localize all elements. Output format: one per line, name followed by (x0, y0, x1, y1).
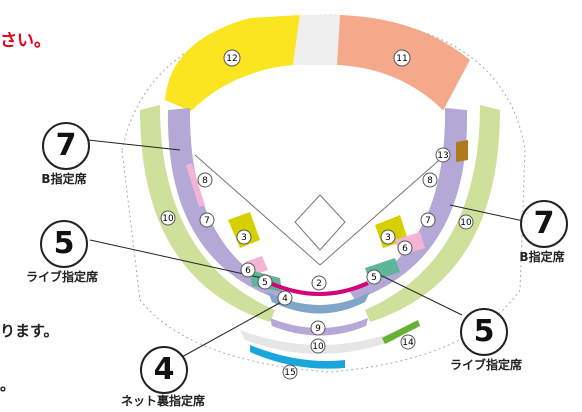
section-15[interactable] (250, 345, 345, 369)
section-10-right[interactable] (365, 105, 500, 322)
section-11[interactable] (337, 15, 470, 120)
callout-line-net (179, 299, 286, 359)
num-10-left: 10 (162, 214, 174, 224)
foul-lines (194, 154, 446, 266)
callout-live-right-number: 5 (460, 308, 508, 356)
header-instruction-text: さい。 (0, 31, 51, 51)
num-6-right: 6 (402, 244, 408, 254)
num-3-left: 3 (241, 233, 247, 243)
section-9[interactable] (270, 318, 368, 336)
callout-b-left-label: B指定席 (41, 172, 87, 186)
num-15: 15 (284, 368, 295, 378)
callout-live-left-label: ライブ指定席 (25, 270, 98, 284)
num-4: 4 (282, 294, 288, 304)
section-2[interactable] (269, 281, 369, 296)
section-7-right[interactable] (350, 108, 468, 300)
callout-b-left-number: 7 (42, 122, 90, 170)
num-11: 11 (396, 54, 407, 64)
section-13-brown[interactable] (456, 140, 468, 162)
callout-net-number: 4 (140, 346, 188, 394)
num-12: 12 (226, 54, 237, 64)
section-7-left[interactable] (167, 108, 285, 300)
num-10-back: 10 (312, 342, 324, 352)
num-5-left: 5 (262, 278, 268, 288)
num-8-left: 8 (202, 176, 208, 186)
num-10-right: 10 (460, 218, 472, 228)
callout-line-b-left (87, 139, 181, 151)
section-number-labels: 12 11 13 8 8 10 10 7 7 3 3 6 6 5 5 4 2 9… (160, 49, 474, 380)
num-2: 2 (316, 279, 322, 289)
callout-line-live-left (89, 239, 263, 279)
section-14[interactable] (382, 320, 420, 344)
side-note-text-2: 。 (0, 376, 16, 394)
side-note-text-1: ります。 (0, 322, 59, 340)
callout-live-right-label: ライブ指定席 (449, 358, 522, 372)
num-8-right: 8 (427, 176, 433, 186)
callout-net-label: ネット裏指定席 (120, 394, 205, 408)
callout-b-right-number: 7 (520, 200, 568, 248)
diamond (294, 194, 346, 251)
num-5-right: 5 (371, 273, 377, 283)
callout-line-live-right (379, 274, 463, 316)
section-4[interactable] (268, 292, 370, 314)
callout-b-right-label: B指定席 (519, 250, 565, 264)
callout-live-left-number: 5 (40, 220, 88, 268)
num-7-left: 7 (204, 216, 210, 226)
num-3-right: 3 (385, 233, 391, 243)
num-9: 9 (315, 324, 321, 334)
callout-line-b-right (449, 204, 529, 223)
section-8-left[interactable] (186, 163, 205, 207)
num-13: 13 (437, 151, 448, 161)
num-7-right: 7 (425, 216, 431, 226)
num-6-left: 6 (245, 266, 251, 276)
num-14: 14 (402, 338, 414, 348)
section-blank-center (293, 15, 340, 65)
section-10-back[interactable] (240, 330, 400, 354)
